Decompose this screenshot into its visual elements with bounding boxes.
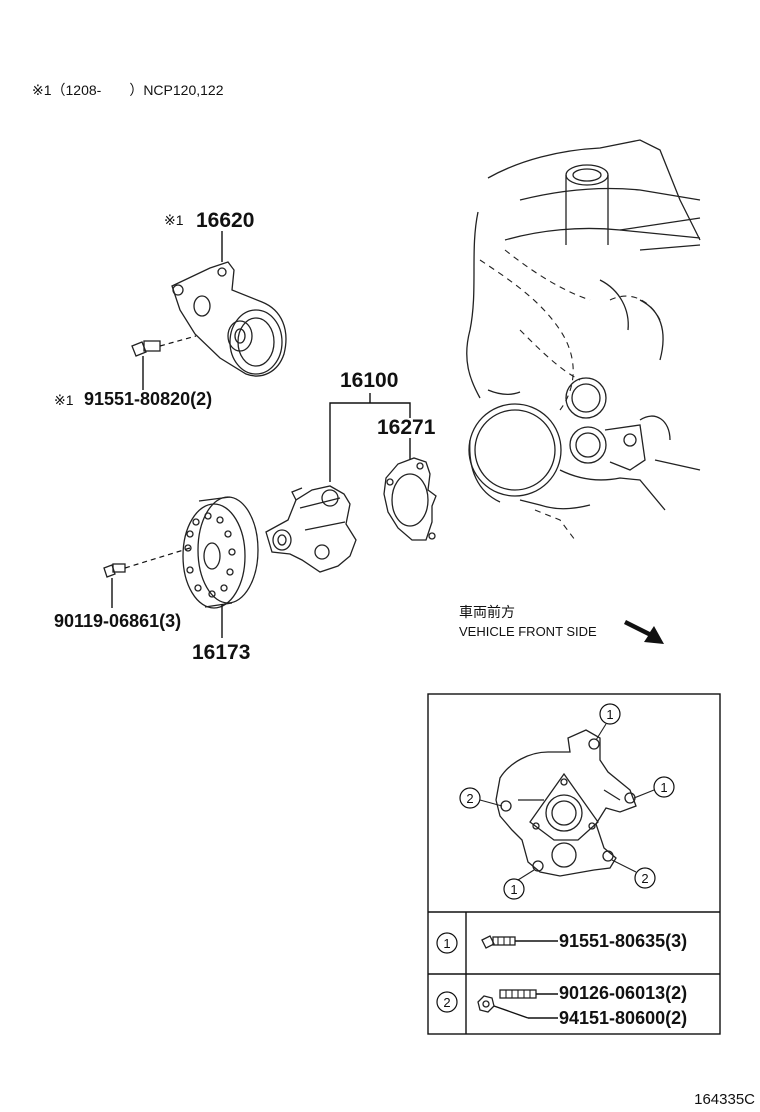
water-pump-illustration <box>265 485 357 573</box>
svg-text:1: 1 <box>443 936 450 951</box>
vehicle-front-jp: 車両前方 <box>459 604 515 620</box>
tensioner-illustration <box>171 261 287 377</box>
legend-part-94151: 94151-80600(2) <box>559 1008 687 1028</box>
legend-part-91551: 91551-80635(3) <box>559 931 687 951</box>
direction-arrow-icon <box>624 620 664 644</box>
svg-text:16620: 16620 <box>196 209 254 232</box>
detail-box: 1 1 2 2 1 1 91551-80635(3) 2 <box>427 693 721 1035</box>
applicability-note: ※1（1208- ）NCP120,122 <box>32 82 224 98</box>
pulley-bolt-illustration <box>103 563 126 578</box>
callout-2-right <box>634 867 656 889</box>
svg-text:※1: ※1 <box>164 212 184 228</box>
pump-assy-label: 16100 <box>340 369 398 392</box>
tensioner-bolt-label: ※1 91551-80820(2) <box>54 389 212 409</box>
callout-1-top <box>599 703 621 725</box>
pulley-bolt-label: 90119-06861(3) <box>54 611 181 631</box>
legend-nut-icon <box>477 995 495 1013</box>
legend-bolt-1-icon <box>481 935 516 949</box>
svg-text:2: 2 <box>641 871 648 886</box>
pump-back-view <box>495 729 637 877</box>
svg-text:1: 1 <box>510 882 517 897</box>
callout-2-left <box>459 787 481 809</box>
tensioner-bolt-illustration <box>131 340 161 357</box>
pulley-label: 16173 <box>192 641 250 664</box>
legend-stud-icon <box>499 989 537 999</box>
callout-1-bottom <box>503 878 525 900</box>
svg-text:※1: ※1 <box>54 392 74 408</box>
svg-text:91551-80820(2): 91551-80820(2) <box>84 389 212 409</box>
tensioner-label: ※1 16620 <box>164 209 254 232</box>
gasket-illustration <box>383 457 437 541</box>
figure-code: 164335C <box>694 1091 755 1108</box>
svg-text:2: 2 <box>443 995 450 1010</box>
svg-text:2: 2 <box>466 791 473 806</box>
legend-key-2 <box>436 991 458 1013</box>
legend-key-1 <box>436 932 458 954</box>
callout-1-right <box>653 776 675 798</box>
pulley-illustration <box>182 496 259 609</box>
vehicle-front-en: VEHICLE FRONT SIDE <box>459 624 597 639</box>
legend-part-90126: 90126-06013(2) <box>559 983 687 1003</box>
gasket-label: 16271 <box>377 416 436 439</box>
engine-block-illustration <box>466 139 701 541</box>
svg-text:1: 1 <box>660 780 667 795</box>
svg-text:1: 1 <box>606 707 613 722</box>
